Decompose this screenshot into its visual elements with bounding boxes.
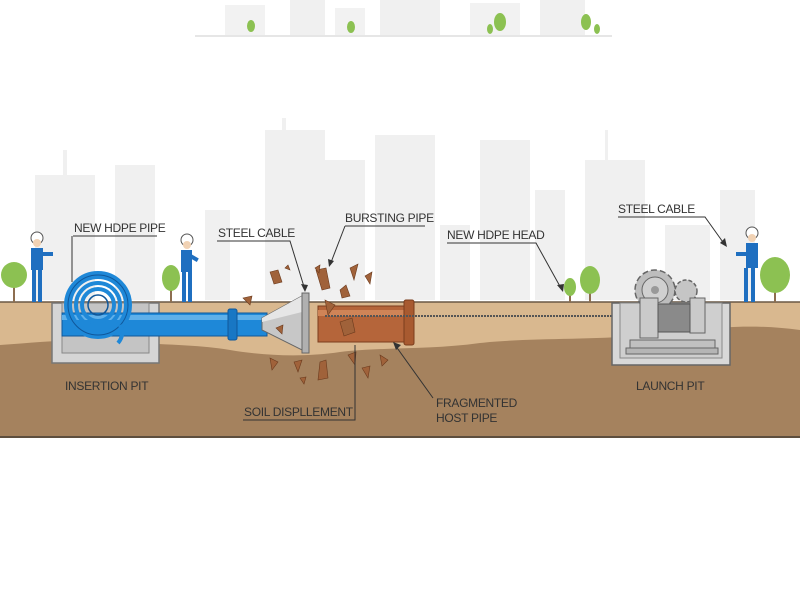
label-new-hdpe-head: NEW HDPE HEAD [447, 228, 545, 242]
hdpe-pipe-coil [64, 271, 132, 345]
tree-icon [580, 266, 600, 302]
label-new-hdpe-pipe: NEW HDPE PIPE [74, 221, 166, 235]
label-steel-cable-left: STEEL CABLE [218, 226, 295, 240]
worker-icon [736, 226, 759, 302]
top-skyline [195, 0, 612, 37]
label-bursting-pipe: BURSTING PIPE [345, 211, 434, 225]
trees [1, 257, 790, 302]
tree-icon [760, 257, 790, 302]
worker-icon [180, 233, 199, 302]
label-soil-displacement: SOIL DISPLLEMENT [244, 405, 354, 419]
arrow-heads [301, 238, 727, 350]
worker-icon [30, 231, 53, 302]
label-fragmented-host-pipe-line1: FRAGMENTED [436, 396, 518, 410]
bursting-head [261, 292, 310, 354]
tree-icon [564, 278, 576, 302]
pipe-fragments [242, 263, 389, 385]
city-skyline [35, 118, 755, 300]
label-launch-pit: LAUNCH PIT [636, 379, 705, 393]
winch-machine [625, 269, 719, 355]
label-insertion-pit: INSERTION PIT [65, 379, 149, 393]
tree-icon [247, 13, 600, 34]
label-steel-cable-right: STEEL CABLE [618, 202, 695, 216]
tree-icon [162, 265, 180, 302]
leader-lines [71, 216, 726, 421]
host-pipe [317, 299, 415, 346]
tree-icon [1, 262, 27, 302]
label-fragmented-host-pipe-line2: HOST PIPE [436, 411, 497, 425]
